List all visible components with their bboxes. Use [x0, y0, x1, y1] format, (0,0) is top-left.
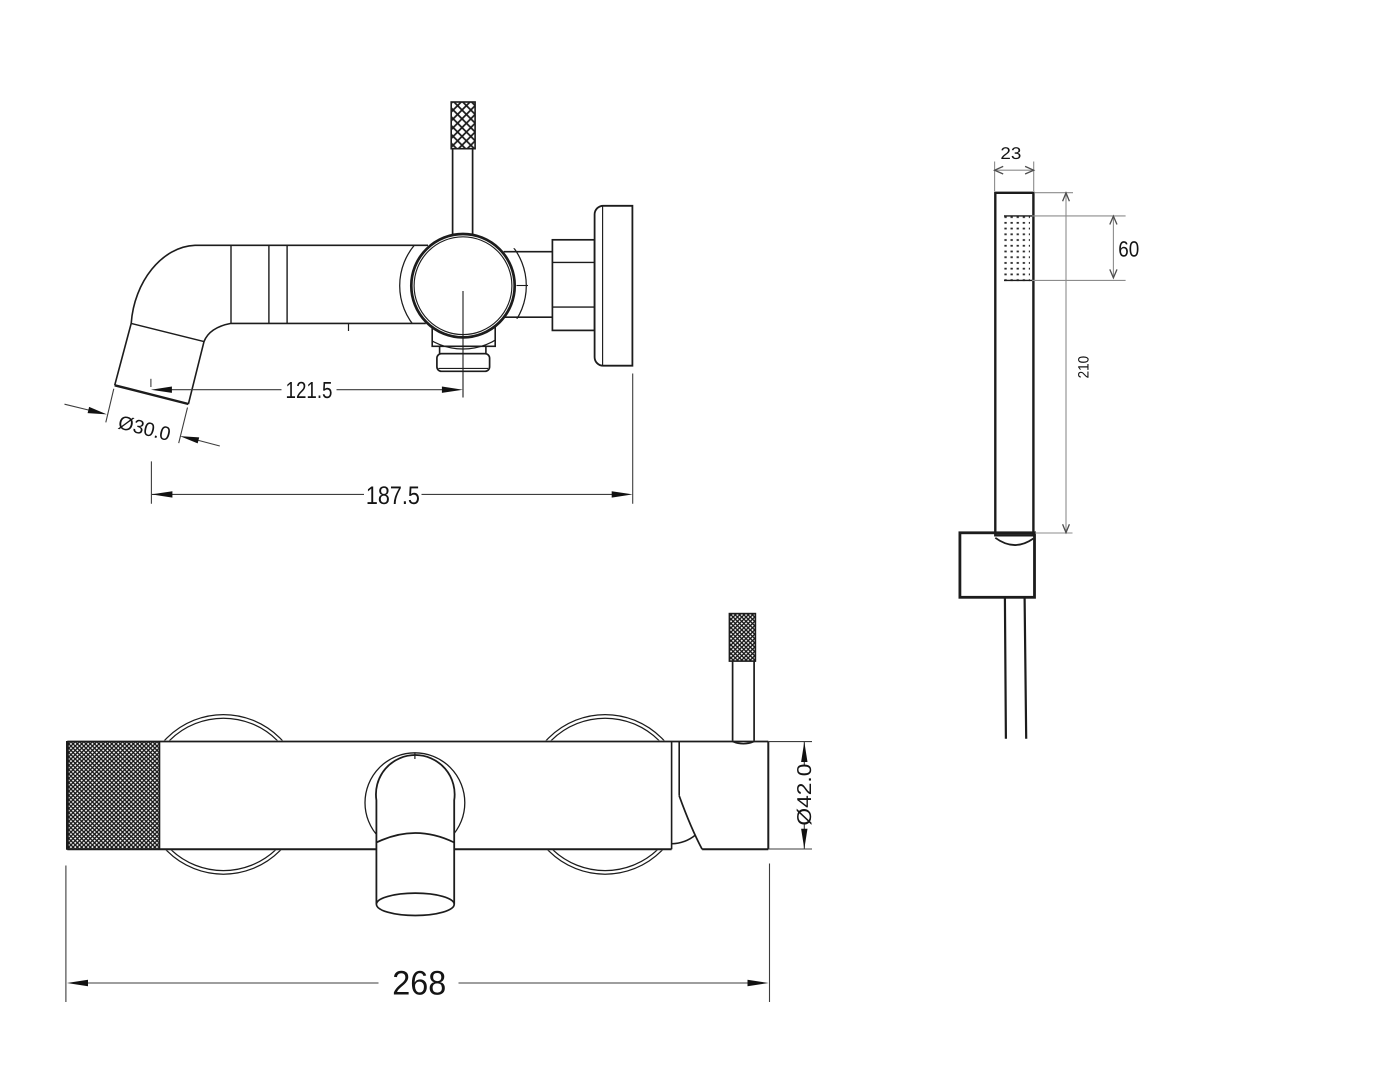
svg-text:23: 23 — [1000, 144, 1021, 163]
svg-text:121.5: 121.5 — [286, 377, 333, 403]
svg-text:268: 268 — [392, 965, 446, 1003]
svg-text:210: 210 — [1076, 356, 1093, 379]
svg-text:Ø42.0: Ø42.0 — [794, 764, 816, 826]
svg-text:187.5: 187.5 — [366, 482, 420, 510]
svg-text:60: 60 — [1118, 237, 1139, 262]
svg-text:Ø30.0: Ø30.0 — [116, 412, 173, 446]
